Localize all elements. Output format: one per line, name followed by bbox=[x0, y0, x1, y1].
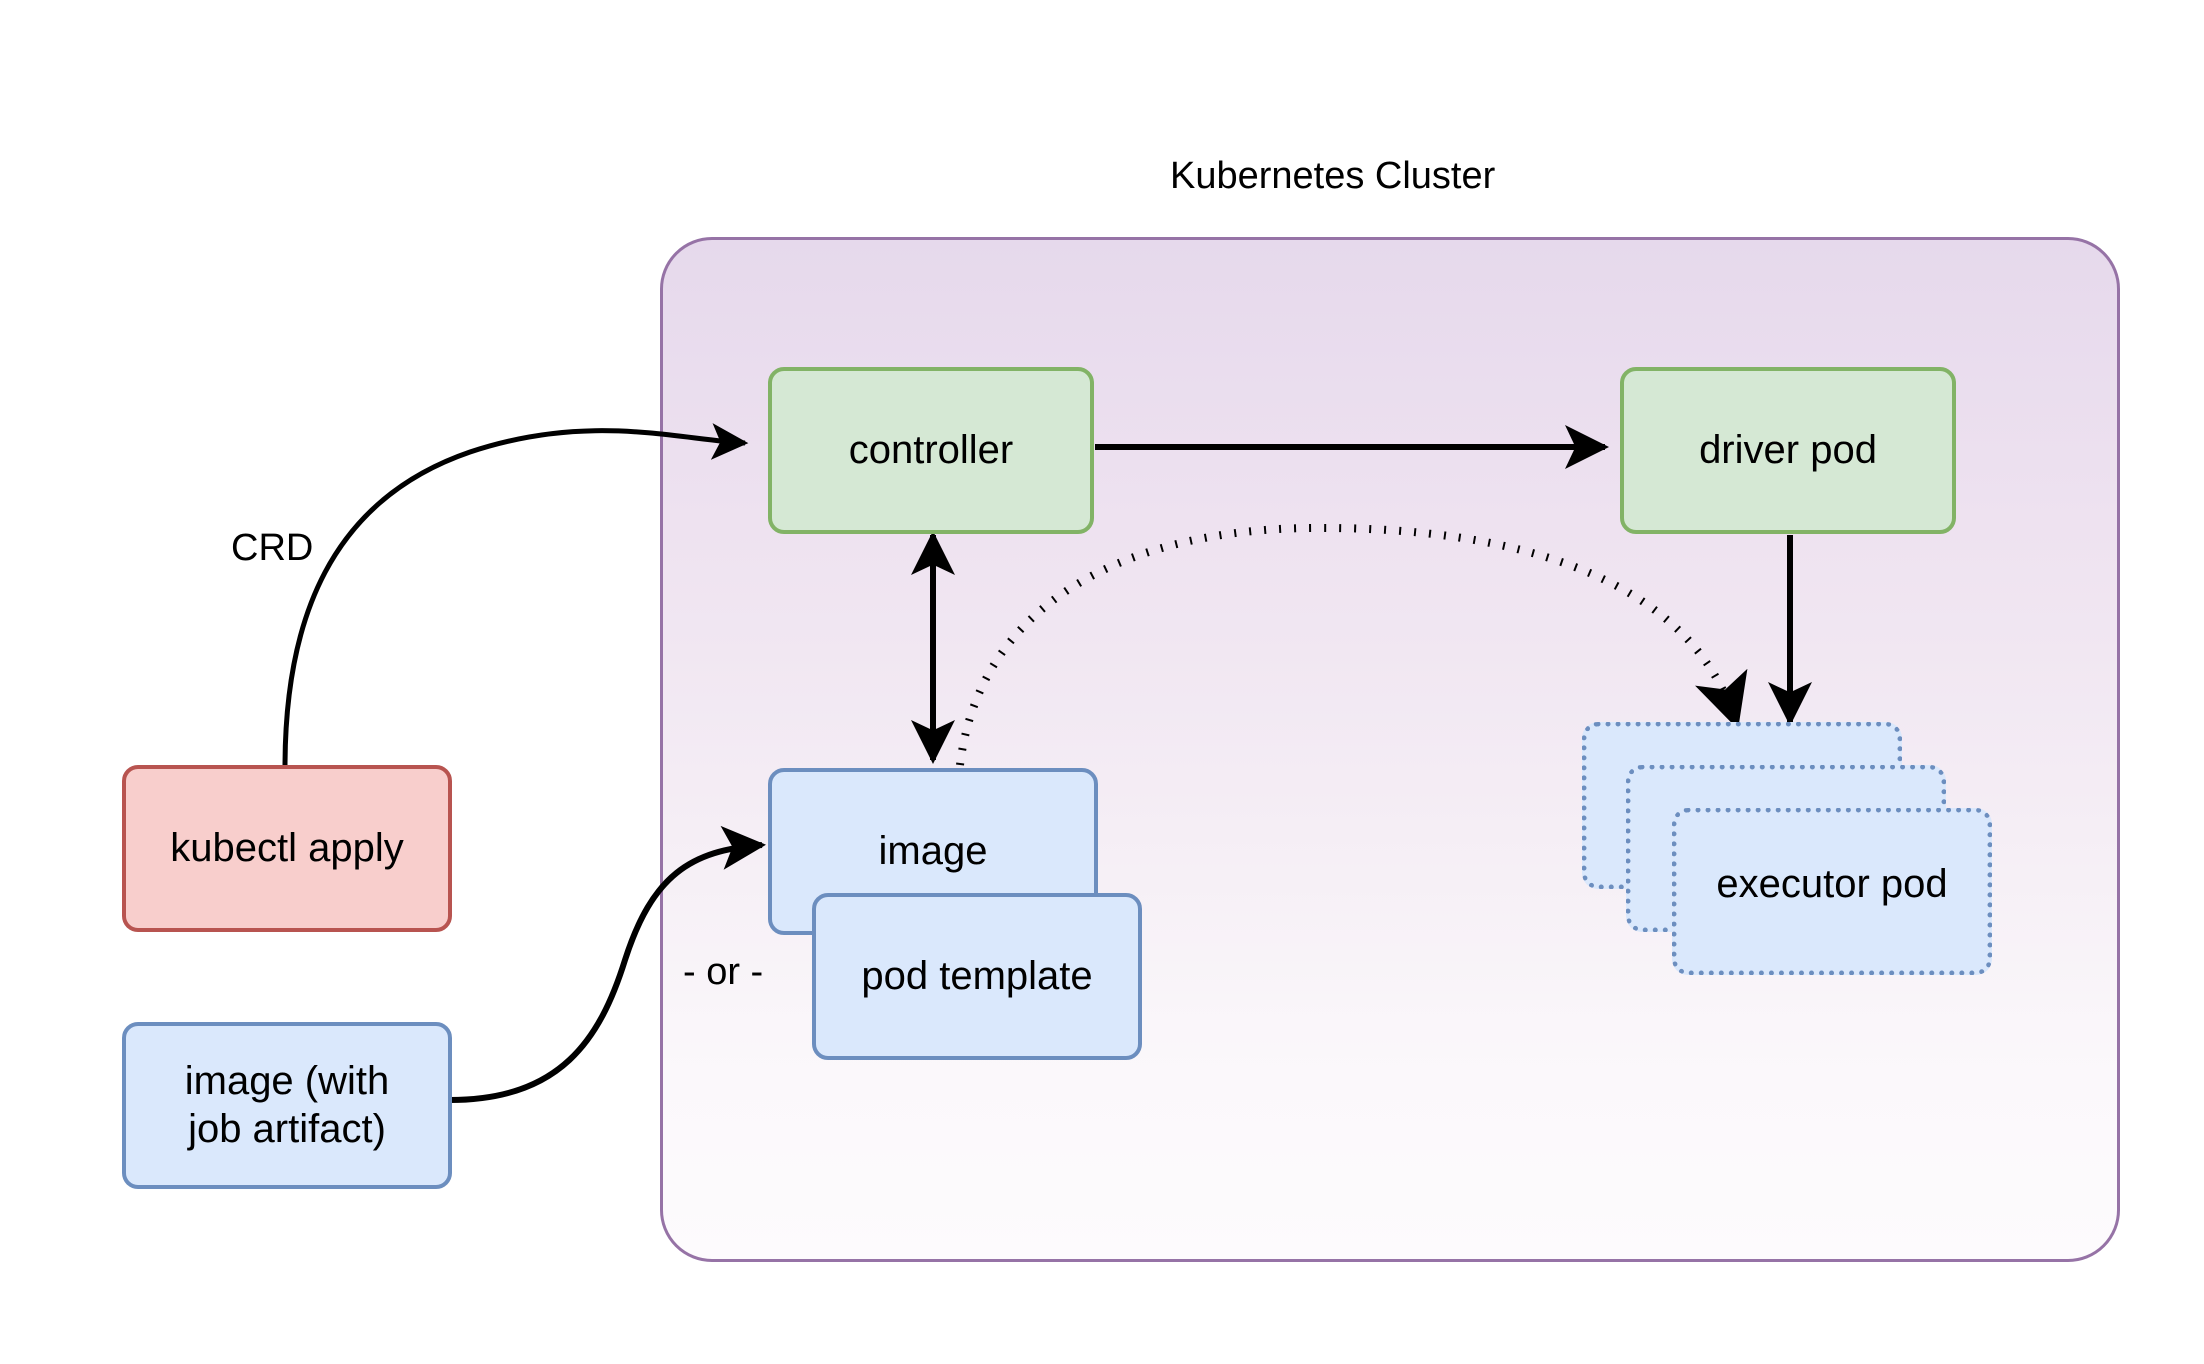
node-image-with-job-artifact[interactable]: image (with job artifact) bbox=[122, 1022, 452, 1189]
node-image-label: image bbox=[878, 828, 988, 873]
node-controller-label: controller bbox=[848, 427, 1014, 472]
node-executor-pod-front[interactable]: executor pod bbox=[1672, 808, 1992, 975]
node-pod-template[interactable]: pod template bbox=[812, 893, 1142, 1060]
node-image-with-job-artifact-label-line2: job artifact) bbox=[188, 1106, 386, 1151]
node-driver-pod[interactable]: driver pod bbox=[1620, 367, 1956, 534]
node-controller[interactable]: controller bbox=[768, 367, 1094, 534]
cluster-title: Kubernetes Cluster bbox=[1170, 155, 1496, 197]
node-driver-pod-label: driver pod bbox=[1699, 427, 1877, 472]
node-image-with-job-artifact-label-line1: image (with bbox=[184, 1059, 390, 1104]
edge-label-or: - or - bbox=[683, 951, 764, 993]
node-kubectl-apply-label: kubectl apply bbox=[170, 825, 404, 870]
node-executor-pod-front-label: executor pod bbox=[1716, 862, 1948, 906]
node-kubectl-apply[interactable]: kubectl apply bbox=[122, 765, 452, 932]
edge-label-crd: CRD bbox=[231, 527, 314, 569]
node-pod-template-label: pod template bbox=[861, 953, 1093, 998]
